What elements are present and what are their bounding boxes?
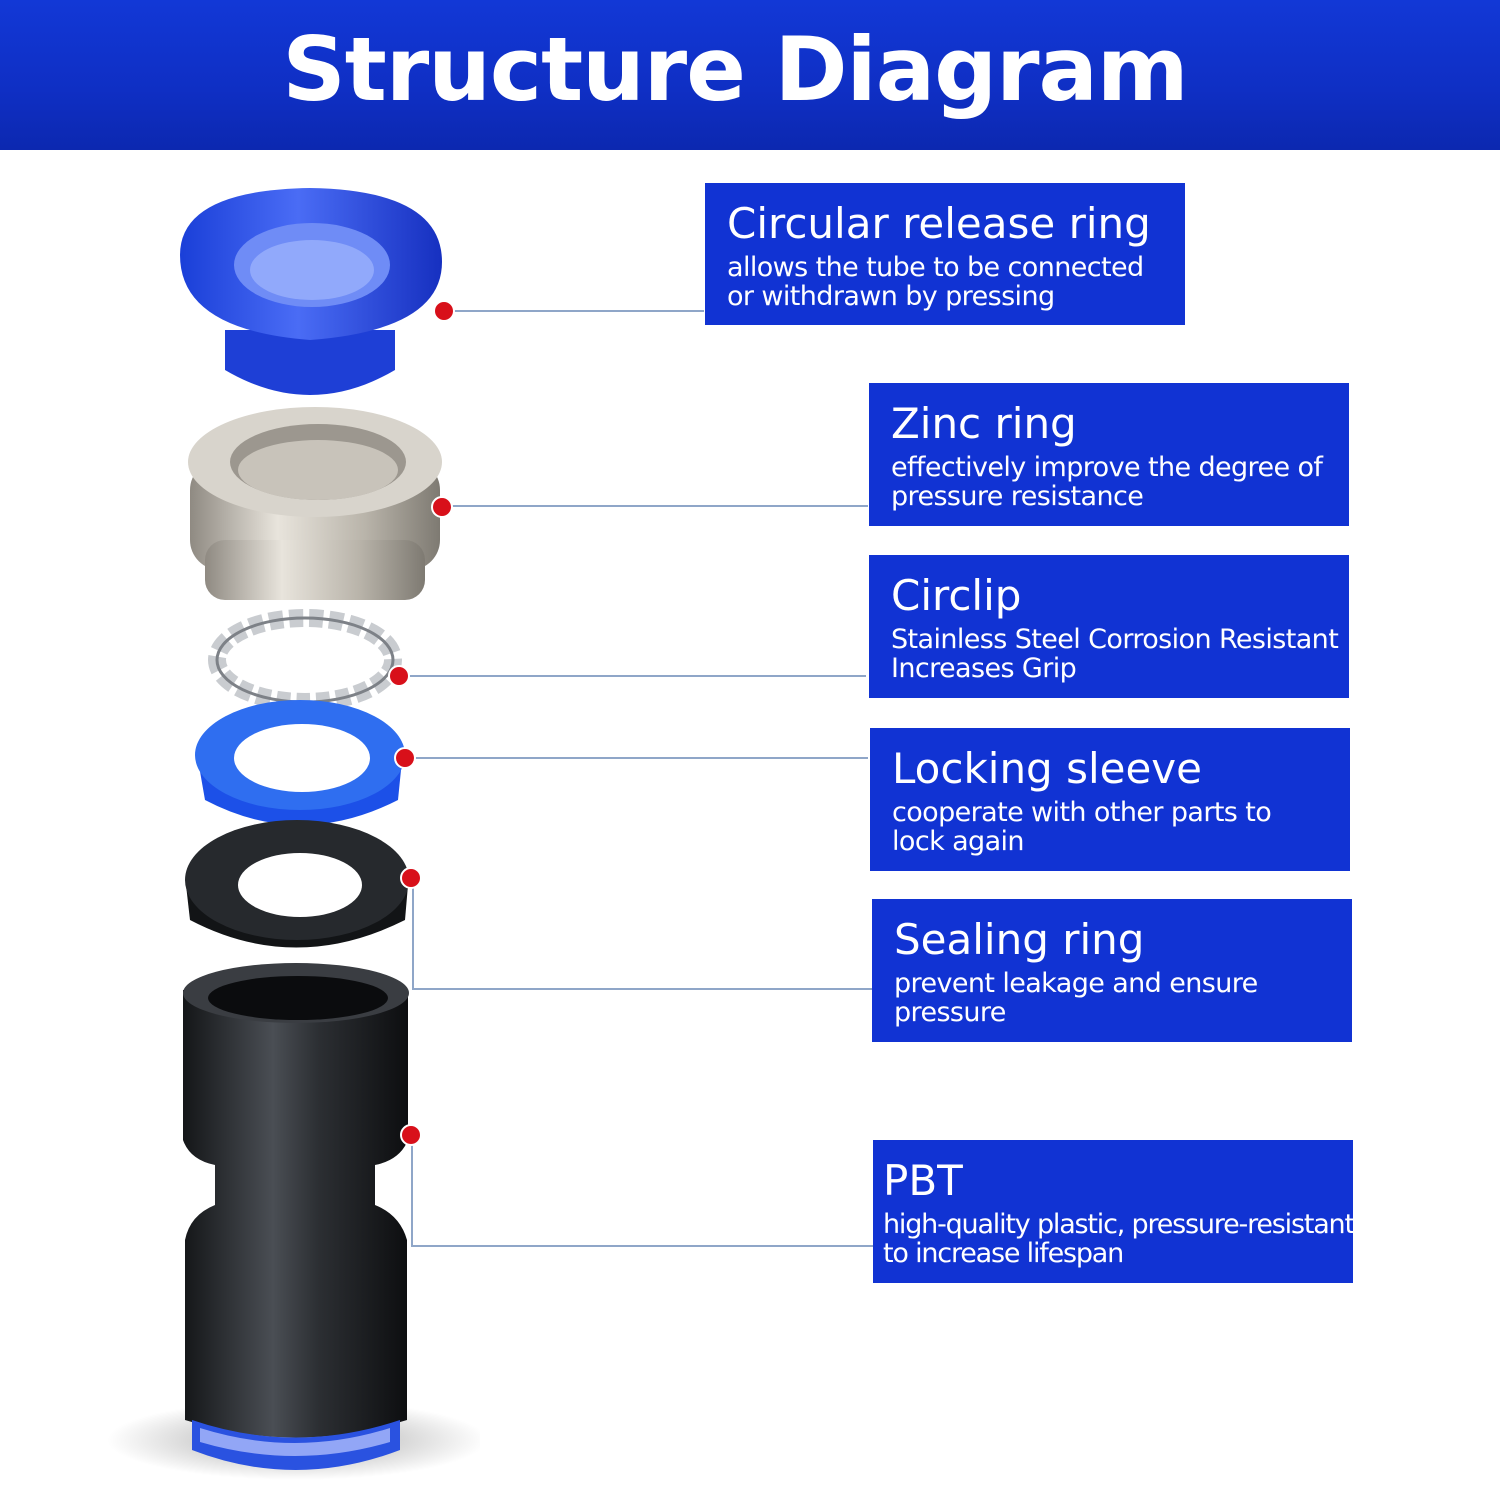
- locking-sleeve-part: [195, 700, 405, 825]
- zinc-ring-part: [188, 407, 442, 600]
- callout-title: Locking sleeve: [892, 744, 1202, 793]
- callout-description: high-quality plastic, pressure-resistant…: [883, 1209, 1353, 1269]
- callout-title: Circular release ring: [727, 199, 1151, 248]
- callout-pbt: PBT high-quality plastic, pressure-resis…: [873, 1140, 1353, 1283]
- leader-line-pbt-vertical: [411, 1137, 413, 1247]
- sealing-ring-part: [185, 820, 409, 948]
- leader-line-sealing-ring: [412, 988, 872, 990]
- callout-title: Zinc ring: [891, 399, 1077, 448]
- marker-dot-sealing-ring: [400, 867, 422, 889]
- leader-line-zinc-ring: [446, 505, 868, 507]
- marker-dot-locking-sleeve: [394, 747, 416, 769]
- callout-locking-sleeve: Locking sleeve cooperate with other part…: [870, 728, 1350, 871]
- callout-title: Circlip: [891, 571, 1022, 620]
- leader-line-release-ring: [446, 310, 704, 312]
- marker-dot-circlip: [388, 665, 410, 687]
- release-ring-part: [180, 188, 442, 395]
- page-title: Structure Diagram: [282, 18, 1188, 121]
- leader-line-circlip: [404, 675, 866, 677]
- pbt-body-part: [107, 963, 480, 1480]
- leader-line-locking-sleeve: [410, 757, 868, 759]
- callout-zinc-ring: Zinc ring effectively improve the degree…: [869, 383, 1349, 526]
- callout-circlip: Circlip Stainless Steel Corrosion Resist…: [869, 555, 1349, 698]
- leader-line-pbt: [411, 1245, 873, 1247]
- marker-dot-zinc-ring: [431, 496, 453, 518]
- callout-title: Sealing ring: [894, 915, 1145, 964]
- marker-dot-release-ring: [433, 300, 455, 322]
- leader-line-sealing-ring-vertical: [412, 880, 414, 990]
- header-banner: Structure Diagram: [0, 0, 1500, 150]
- exploded-fitting-illustration: [107, 188, 480, 1480]
- marker-dot-pbt: [400, 1124, 422, 1146]
- circlip-part: [208, 609, 402, 711]
- callout-release-ring: Circular release ring allows the tube to…: [705, 183, 1185, 325]
- callout-title: PBT: [883, 1156, 963, 1205]
